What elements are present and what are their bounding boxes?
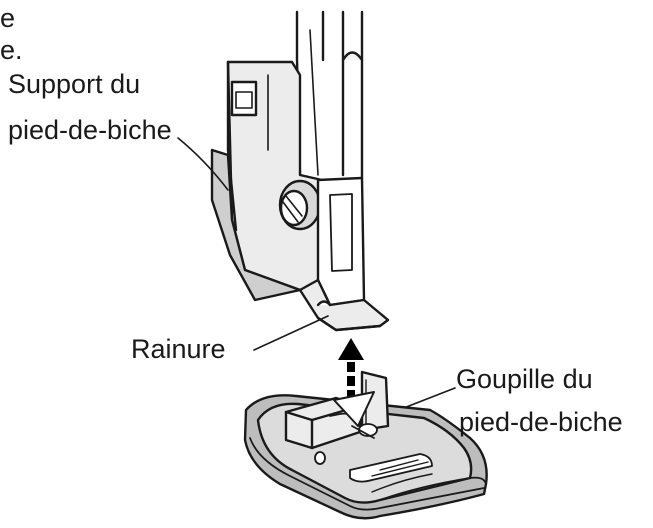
presser-bar	[295, 10, 364, 180]
leader-holder	[177, 137, 229, 191]
label-groove: Rainure	[131, 334, 226, 364]
label-pin-line1: Goupille du	[456, 364, 593, 394]
caption-fragment-line2: e.	[0, 35, 23, 65]
caption-fragment-line1: e	[0, 3, 16, 33]
label-holder-line1: Support du	[8, 69, 141, 99]
presser-foot-holder	[210, 60, 390, 332]
label-pin-line2: pied-de-biche	[459, 407, 623, 437]
leader-groove	[253, 315, 329, 351]
presser-foot	[243, 370, 488, 520]
label-holder-line2: pied-de-biche	[8, 115, 172, 145]
